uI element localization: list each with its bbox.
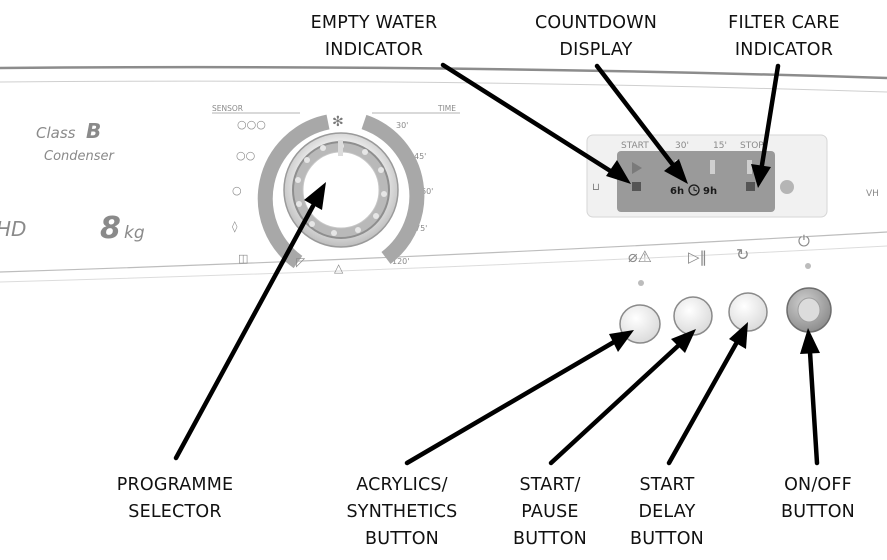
empty-water-led <box>632 182 641 191</box>
capacity-unit: kg <box>124 223 145 243</box>
svg-text:Class: Class <box>36 124 76 142</box>
panel-outline <box>0 65 887 283</box>
acrylics-led <box>638 280 644 286</box>
arrow-filter-care <box>759 63 781 168</box>
dryer-type-label: Condenser <box>44 149 116 164</box>
time-75: 75' <box>415 224 427 233</box>
energy-class-letter: B <box>86 119 101 143</box>
start-pause-label-line2: PAUSE <box>521 502 578 522</box>
branding: Class B Condenser HD 8 kg VH <box>0 119 879 246</box>
display-stop-label: STOP <box>740 141 764 151</box>
time-45: 45' <box>414 152 426 161</box>
display-15-label: 15' <box>713 141 727 151</box>
on-off-label-line1: ON/OFF <box>784 475 852 495</box>
arrow-countdown <box>594 63 676 168</box>
synthetics-icon: ⌀⚠ <box>628 247 652 266</box>
programme-selector-label-line1: PROGRAMME <box>117 475 234 495</box>
play-pause-icon: ▷‖ <box>688 248 707 266</box>
acrylics-label-line1: ACRYLICS/ <box>356 475 448 495</box>
start-delay-label-line1: START <box>640 475 695 495</box>
callout-arrows <box>173 62 820 466</box>
time-30: 30' <box>396 121 408 130</box>
filter-care-label-line1: FILTER CARE <box>728 13 840 33</box>
acrylics-label-line3: BUTTON <box>365 529 439 549</box>
arrow-on-off <box>807 349 820 466</box>
display-module: START 30' 15' STOP ⊔ 6h 9h <box>586 134 828 218</box>
sensor-label: SENSOR <box>212 104 243 113</box>
display-30-label: 30' <box>675 141 689 151</box>
arrow-start-pause <box>548 342 682 466</box>
play-led-icon <box>632 162 642 174</box>
countdown-label-line2: DISPLAY <box>559 40 632 60</box>
start-pause-button[interactable] <box>673 296 713 336</box>
countdown-label-line1: COUNTDOWN <box>535 13 657 33</box>
start-delay-label-line3: BUTTON <box>630 529 704 549</box>
delay-6h-label: 6h <box>670 186 684 197</box>
arrow-empty-water <box>440 62 615 175</box>
time-60: 60' <box>421 187 433 196</box>
start-delay-button[interactable] <box>728 292 768 332</box>
edge-label: VH <box>866 189 879 199</box>
dial-pointer <box>338 140 343 156</box>
acrylics-label-line2: SYNTHETICS <box>347 502 458 522</box>
synthetic-icon: △ <box>334 261 344 275</box>
fan-icon: ✻ <box>332 114 344 130</box>
delay-9h-label: 9h <box>703 186 717 197</box>
arrow-start-delay <box>666 339 740 466</box>
led-stop <box>747 160 752 174</box>
filter-care-label-line2: INDICATOR <box>735 40 833 60</box>
power-icon: ⏻ <box>798 232 810 250</box>
dry-level-cupboard: ○○ <box>236 149 255 162</box>
class-prefix: Class <box>36 124 76 142</box>
empty-water-label-line1: EMPTY WATER <box>311 13 438 33</box>
wool-icon: ◫ <box>238 252 248 265</box>
water-drop-icon: ◊ <box>232 220 238 233</box>
filter-care-led <box>746 182 755 191</box>
delay-icon: ↻ <box>736 245 749 264</box>
arrow-acrylics <box>404 339 617 466</box>
arrow-programme-selector <box>173 203 316 461</box>
dry-level-iron: ○ <box>232 184 242 197</box>
programme-dial[interactable]: SENSOR TIME ○○○ ○○ ○ ◊ ◫ 30' 45' 60' 75'… <box>212 104 460 275</box>
empty-water-label-line2: INDICATOR <box>325 40 423 60</box>
clock-icon <box>688 184 700 196</box>
buttons <box>619 287 832 344</box>
time-label: TIME <box>437 104 456 113</box>
start-pause-label-line1: START/ <box>519 475 580 495</box>
button-icons: ⌀⚠ ▷‖ ↻ ⏻ <box>628 232 811 286</box>
time-120: 120' <box>392 257 409 266</box>
led-15 <box>710 160 715 174</box>
start-delay-label-line2: DELAY <box>639 502 696 522</box>
callout-labels: EMPTY WATER INDICATOR COUNTDOWN DISPLAY … <box>117 13 855 549</box>
power-led <box>805 263 811 269</box>
dry-level-extra: ○○○ <box>237 118 266 131</box>
display-start-label: START <box>621 141 649 151</box>
water-tank-icon: ⊔ <box>592 182 600 193</box>
countdown-display-screen <box>617 151 775 212</box>
capacity-number: 8 <box>100 211 121 246</box>
dial-knob-face <box>302 151 380 229</box>
start-pause-label-line3: BUTTON <box>513 529 587 549</box>
display-sensor-dot <box>780 180 794 194</box>
model-label: HD <box>0 217 26 241</box>
programme-selector-label-line2: SELECTOR <box>128 502 221 522</box>
on-off-label-line2: BUTTON <box>781 502 855 522</box>
bell-icon: ◸ <box>296 255 306 269</box>
